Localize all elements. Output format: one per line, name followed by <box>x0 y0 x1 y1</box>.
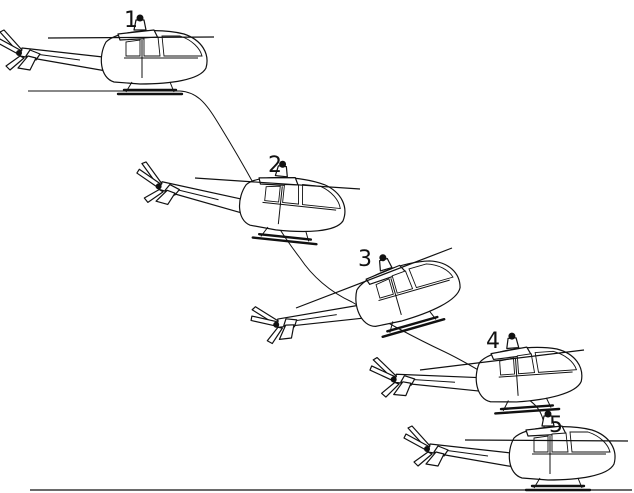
main-rotor <box>194 177 361 190</box>
helicopter-5 <box>402 409 629 492</box>
main-rotor <box>295 247 453 309</box>
step-label-3: 3 <box>358 247 372 272</box>
step-label-5: 5 <box>549 413 563 438</box>
main-rotor <box>419 349 585 371</box>
helicopter-icon <box>366 327 586 424</box>
step-label-1: 1 <box>124 8 138 33</box>
flight-path <box>28 90 546 449</box>
helicopter-1 <box>0 13 215 96</box>
step-label-2: 2 <box>268 153 282 178</box>
helicopter-icon <box>402 409 617 492</box>
helicopter-icon <box>242 235 470 372</box>
helicopter-3 <box>242 235 470 372</box>
helicopter-2 <box>130 145 361 249</box>
helicopter-icon <box>0 13 209 96</box>
main-rotor <box>47 36 215 39</box>
step-label-4: 4 <box>486 329 500 354</box>
main-rotor <box>464 439 629 442</box>
helicopter-4 <box>366 327 586 424</box>
